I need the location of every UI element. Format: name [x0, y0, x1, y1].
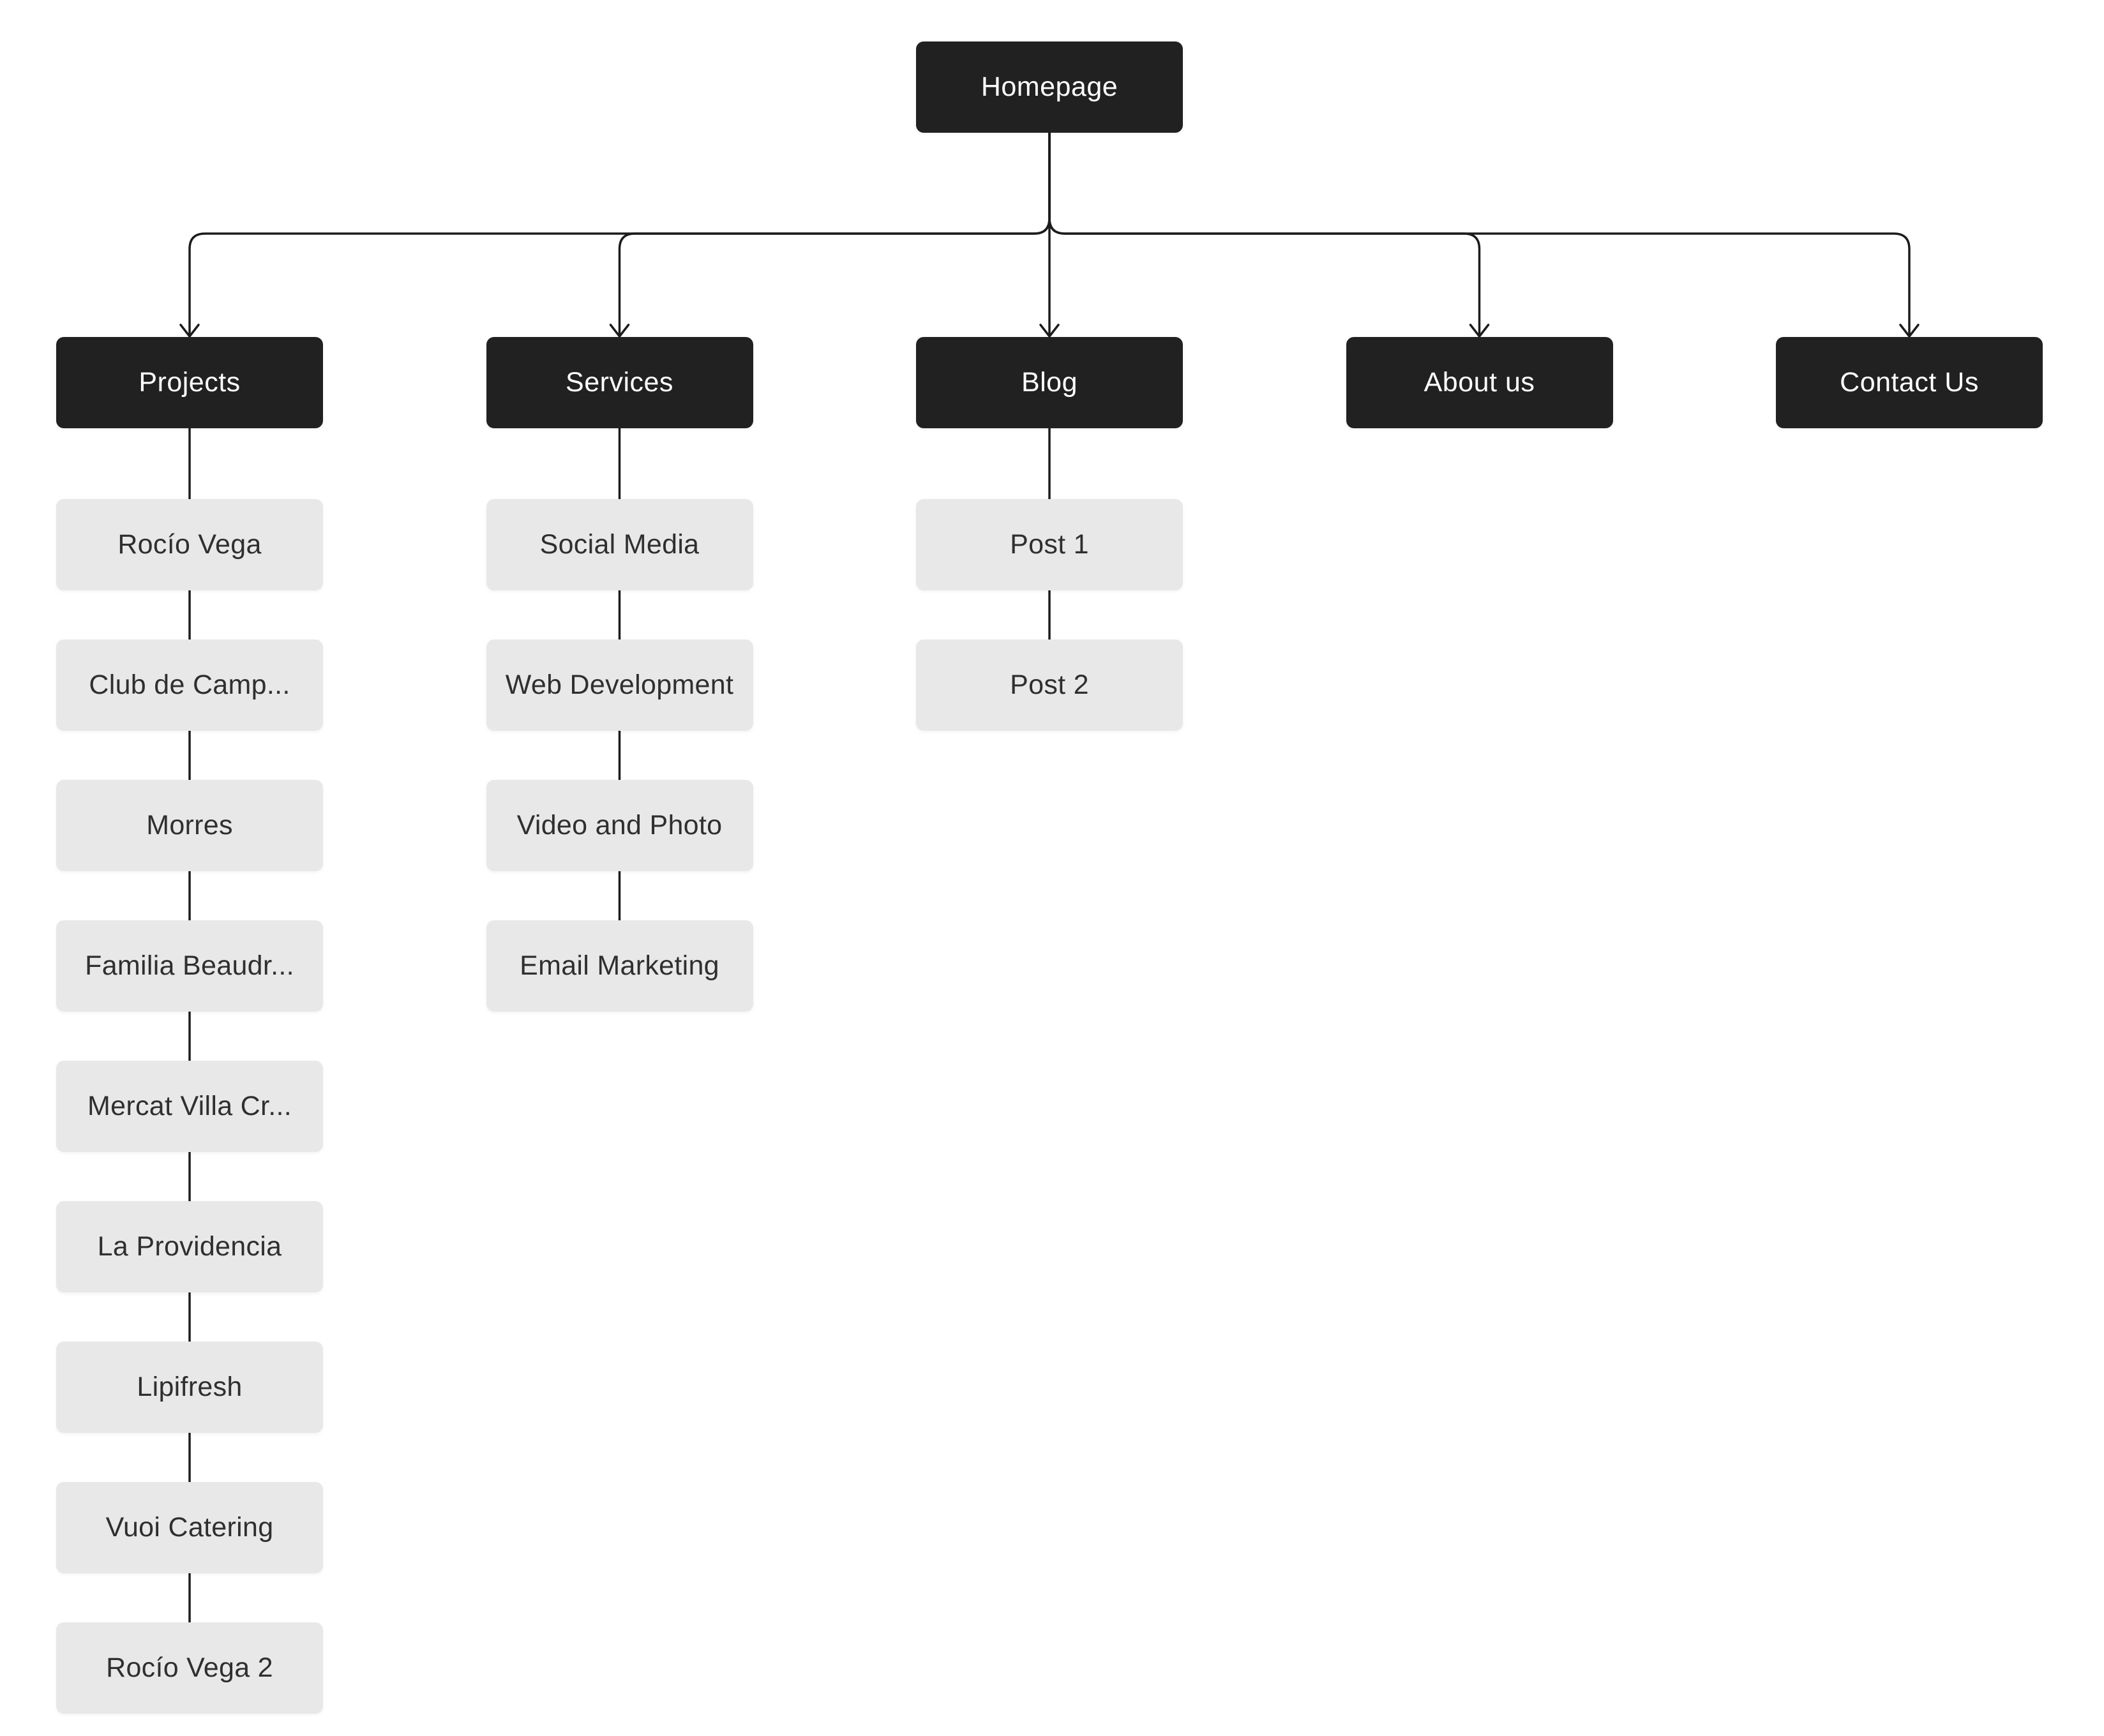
node-club-de-camp[interactable]: Club de Camp... [56, 640, 323, 731]
node-morres[interactable]: Morres [56, 780, 323, 871]
node-blog[interactable]: Blog [916, 337, 1183, 428]
node-rocio-vega[interactable]: Rocío Vega [56, 499, 323, 590]
node-services[interactable]: Services [486, 337, 753, 428]
node-la-providencia[interactable]: La Providencia [56, 1201, 323, 1292]
node-email-marketing[interactable]: Email Marketing [486, 920, 753, 1012]
node-rocio-vega-2[interactable]: Rocío Vega 2 [56, 1622, 323, 1714]
arrowhead-blog [1039, 324, 1060, 338]
arrowhead-projects [179, 324, 200, 338]
node-web-development[interactable]: Web Development [486, 640, 753, 731]
node-contact-us[interactable]: Contact Us [1776, 337, 2043, 428]
arrowhead-services [609, 324, 630, 338]
node-social-media[interactable]: Social Media [486, 499, 753, 590]
edge-homepage-projects [188, 131, 1051, 337]
edge-homepage-contact-us [1048, 131, 1911, 337]
node-projects[interactable]: Projects [56, 337, 323, 428]
node-homepage[interactable]: Homepage [916, 41, 1183, 133]
node-vuoi-catering[interactable]: Vuoi Catering [56, 1482, 323, 1573]
node-post-1[interactable]: Post 1 [916, 499, 1183, 590]
node-about-us[interactable]: About us [1346, 337, 1613, 428]
node-video-and-photo[interactable]: Video and Photo [486, 780, 753, 871]
node-lipifresh[interactable]: Lipifresh [56, 1342, 323, 1433]
edge-homepage-about-us [1048, 131, 1481, 337]
edge-homepage-services [618, 131, 1051, 337]
node-mercat-villa-cr[interactable]: Mercat Villa Cr... [56, 1061, 323, 1152]
node-post-2[interactable]: Post 2 [916, 640, 1183, 731]
arrowhead-about-us [1469, 324, 1490, 338]
arrowhead-contact-us [1899, 324, 1920, 338]
node-familia-beaudr[interactable]: Familia Beaudr... [56, 920, 323, 1012]
